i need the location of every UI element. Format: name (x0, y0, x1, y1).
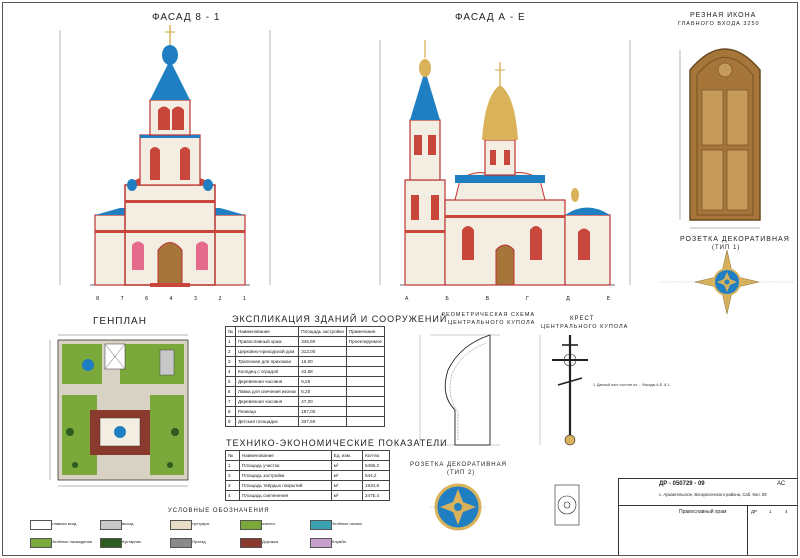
stamp-divider (619, 505, 797, 506)
legend-label: тротуары (192, 521, 210, 526)
tep-title: ТЕХНИКО-ЭКОНОМИЧЕСКИЕ ПОКАЗАТЕЛИ (226, 438, 448, 448)
legend-swatch (100, 538, 122, 548)
axis-label: Е (606, 296, 610, 302)
legend-swatch (30, 520, 52, 530)
axis-label: 7 (120, 296, 124, 302)
geom-title: ГЕОМЕТРИЧЕСКАЯ СХЕМА (442, 312, 536, 318)
legend-label: выход (122, 521, 134, 526)
carved-icon-drawing (679, 48, 761, 229)
legend-swatch (310, 520, 332, 530)
dome-geometry-drawing (419, 334, 500, 446)
sheet-number: 1 (769, 509, 772, 514)
legend-swatch (310, 538, 332, 548)
icon-title: РЕЗНАЯ ИКОНА (690, 12, 757, 19)
axis-label: А (405, 296, 409, 302)
legend-swatch (170, 520, 192, 530)
table-cell: 2475,4 (361, 490, 391, 501)
geom-subtitle: ЦЕНТРАЛЬНОГО КУПОЛА (448, 320, 536, 326)
table-cell (345, 416, 386, 427)
legend-label: главная вход (52, 521, 77, 526)
legend-label: Зелёные газоны (332, 521, 363, 526)
rosette2-subtitle: (ТИП 2) (447, 470, 476, 476)
stamp-right-cell (747, 505, 798, 555)
facade1-drawing (59, 25, 271, 287)
axis-label: 8 (96, 296, 100, 302)
legend-swatch (240, 538, 262, 548)
facade2-title: ФАСАД А - Е (455, 12, 526, 23)
legend-label: Дорожка (262, 539, 279, 544)
table-cell: Детская площадка (234, 416, 300, 427)
facade1-axes: 8 7 6 4 3 2 1 (96, 296, 246, 302)
legend-label: Клумба (332, 539, 346, 544)
axis-label: 2 (218, 296, 222, 302)
genplan-drawing (49, 334, 189, 487)
drawing-section: АС (777, 481, 786, 487)
object-name: Православный храм (679, 509, 727, 515)
rosette1-subtitle: (ТИП 1) (712, 245, 741, 251)
title-block: ДР - 050729 - 09 АС с. Архангельское, Во… (618, 478, 798, 556)
facade1-title: ФАСАД 8 - 1 (152, 12, 221, 23)
axis-label: 1 (242, 296, 246, 302)
explication-title: ЭКСПЛИКАЦИЯ ЗДАНИЙ И СООРУЖЕНИЙ (232, 314, 448, 324)
icon-subtitle: ГЛАВНОГО ВХОДА 3250 (678, 21, 760, 27)
axis-label: Г (526, 296, 530, 302)
drawing-address: с. Архангельское, Воскресенского района,… (659, 492, 767, 497)
legend-title: УСЛОВНЫЕ ОБОЗНАЧЕНИЯ (168, 508, 270, 514)
explication-table: № Наименование Площадь застройки Примеча… (225, 326, 386, 427)
legend-label: Проезд (192, 539, 206, 544)
legend-label: Кустарник (122, 539, 141, 544)
rosette2-title: РОЗЕТКА ДЕКОРАТИВНАЯ (410, 462, 507, 468)
legend-swatch (170, 538, 192, 548)
table-cell: м² (330, 490, 363, 501)
cross-title: КРЕСТ (570, 316, 595, 322)
axis-label: 3 (193, 296, 198, 302)
axis-label: В (485, 296, 490, 302)
legend-label: Зелёные насаждения (52, 539, 92, 544)
rosette1-title: РОЗЕТКА ДЕКОРАТИВНАЯ (680, 236, 790, 243)
drawing-code: ДР - 050729 - 09 (659, 481, 705, 487)
rosette1-drawing (660, 249, 795, 318)
rosette2-drawing (430, 483, 580, 531)
cross-subtitle: ЦЕНТРАЛЬНОГО КУПОЛА (541, 324, 629, 330)
legend-swatch (100, 520, 122, 530)
stage-value: ДР (751, 509, 758, 514)
legend-label: озелен. (262, 521, 276, 526)
cross-drawing (539, 335, 588, 446)
axis-label: 6 (144, 296, 149, 302)
genplan-title: ГЕНПЛАН (93, 316, 147, 327)
general-notes: 1. Данный лист состоит из ... Фасады А-Е… (593, 383, 671, 387)
legend-swatch (240, 520, 262, 530)
facade2-axes: А Б В Г Д Е (405, 296, 610, 302)
axis-label: Д (565, 296, 570, 302)
axis-label: 4 (169, 296, 173, 302)
axis-label: Б (445, 296, 449, 302)
facade2-drawing (379, 40, 631, 286)
legend-swatch (30, 538, 52, 548)
sheet-count: 4 (785, 509, 788, 514)
legend: главная вход выход тротуары озелен. Зелё… (30, 518, 420, 554)
